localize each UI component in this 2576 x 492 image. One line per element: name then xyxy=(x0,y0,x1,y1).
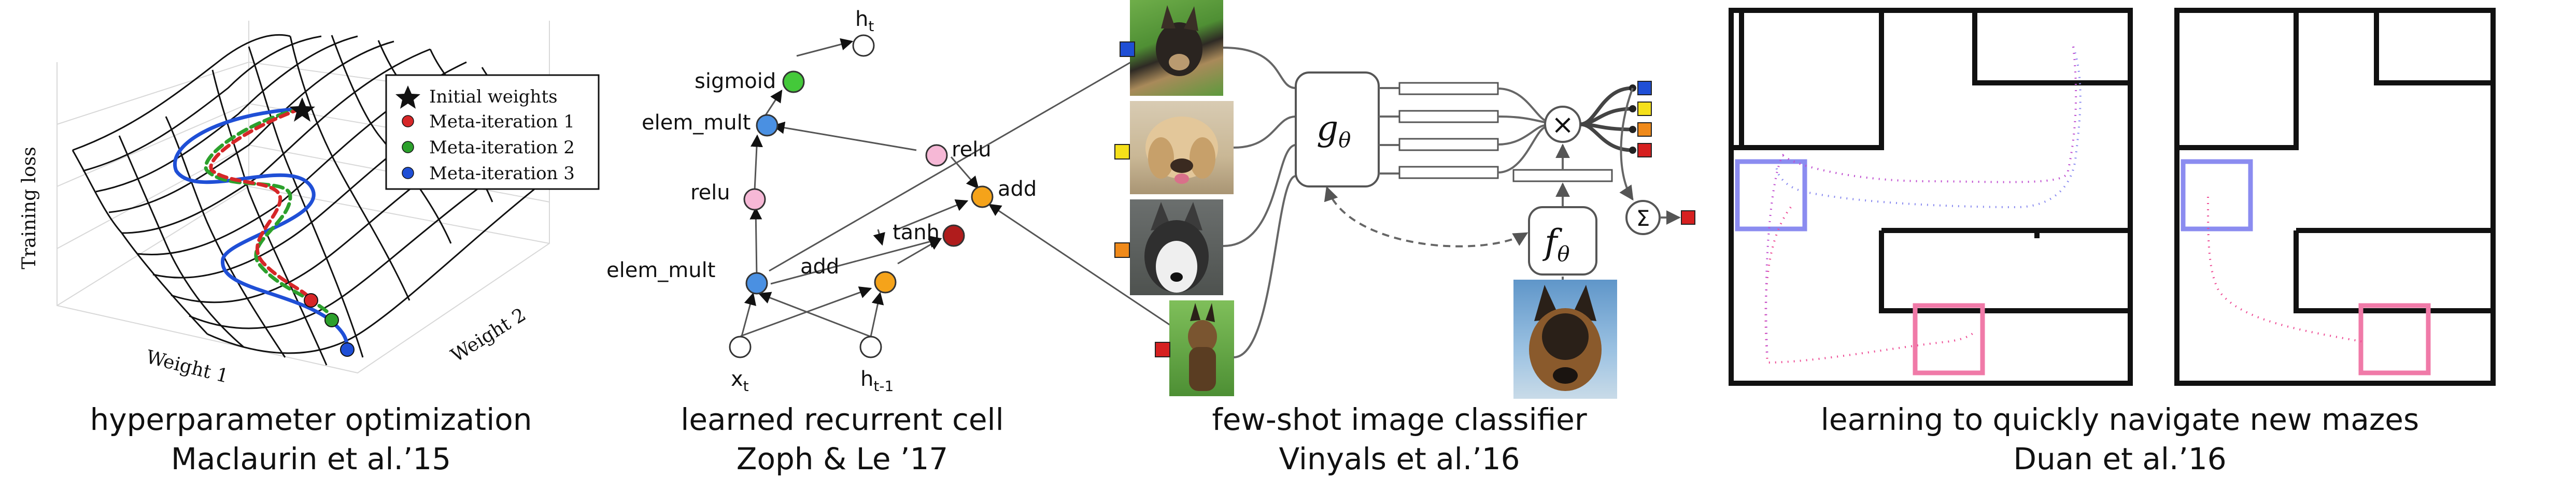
legend-item-meta-iteration-2: Meta-iteration 2 xyxy=(429,137,575,158)
caption-citation: Duan et al.’16 xyxy=(2013,441,2227,476)
label-add-right: add xyxy=(998,177,1037,201)
caption-title: learned recurrent cell xyxy=(681,402,1004,437)
legend-item-meta-iteration-1: Meta-iteration 1 xyxy=(429,111,575,132)
panel-maze-navigation: learning to quickly navigate new mazes D… xyxy=(1710,0,2576,492)
loss-surface-plot: Initial weights Meta-iteration 1 Meta-it… xyxy=(19,21,600,387)
node-relu-left xyxy=(743,188,766,211)
matching-network-diagram: gθ × fθ xyxy=(1223,47,1695,358)
support-image-german-shepherd-small xyxy=(1169,300,1234,396)
legend-item-initial-weights: Initial weights xyxy=(429,86,558,107)
maze-episode-1 xyxy=(1729,8,2133,386)
legend: Initial weights Meta-iteration 1 Meta-it… xyxy=(385,74,600,190)
support-label-swatch-red xyxy=(1155,342,1170,357)
caption-citation: Maclaurin et al.’15 xyxy=(171,441,451,476)
predicted-label-swatch xyxy=(1681,210,1695,225)
node-relu-right xyxy=(925,144,948,167)
label-relu-right: relu xyxy=(952,138,992,162)
panel-few-shot-classifier: gθ × fθ xyxy=(1078,0,1721,492)
meta-iteration-trajectories xyxy=(173,107,349,352)
to-sum-edge xyxy=(1619,88,1634,201)
recurrent-cell-graph: ht ct sigmoid elem_mult relu relu add ta… xyxy=(606,7,1204,395)
support-to-g-edges xyxy=(1223,47,1296,358)
support-label-swatch-orange xyxy=(1114,242,1130,258)
attention-output-edges xyxy=(1580,86,1633,152)
caption-title: few-shot image classifier xyxy=(1212,402,1587,437)
node-ht xyxy=(852,34,875,57)
x-axis-label: Weight 1 xyxy=(144,346,231,387)
label-sigmoid: sigmoid xyxy=(695,69,776,93)
embedding-edges xyxy=(1379,87,1399,175)
query-image-german-shepherd xyxy=(1513,280,1617,399)
support-image-labrador xyxy=(1130,101,1234,194)
node-add-bottom xyxy=(874,271,897,294)
support-label-swatch-yellow xyxy=(1114,144,1130,160)
g-theta-label: gθ xyxy=(1317,108,1351,152)
label-elem-mult-bottom: elem_mult xyxy=(606,258,715,282)
support-label-swatch-blue xyxy=(1120,41,1135,57)
legend-item-meta-iteration-3: Meta-iteration 3 xyxy=(429,163,575,184)
f-theta-box xyxy=(1528,206,1597,276)
shared-weights-dashed-edge xyxy=(1324,186,1528,248)
label-add-bottom: add xyxy=(800,255,839,279)
node-tanh xyxy=(942,224,965,247)
start-box xyxy=(1735,159,1807,231)
query-embedding xyxy=(1512,169,1613,182)
german-shepherd-small-photo xyxy=(1188,303,1217,391)
output-label-swatches xyxy=(1637,81,1652,157)
label-ht1: ht-1 xyxy=(860,367,894,395)
f-theta-label: fθ xyxy=(1542,222,1570,266)
multiply-symbol: × xyxy=(1551,109,1574,140)
caption-few-shot-classifier: few-shot image classifier Vinyals et al.… xyxy=(1078,400,1721,479)
caption-title: learning to quickly navigate new mazes xyxy=(1820,402,2419,437)
node-elem-mult-bottom xyxy=(745,272,768,295)
support-image-chihuahua xyxy=(1130,0,1223,96)
caption-citation: Vinyals et al.’16 xyxy=(1279,441,1520,476)
husky-photo xyxy=(1144,202,1209,293)
caption-title: hyperparameter optimization xyxy=(90,402,532,437)
goal-box xyxy=(1913,303,1985,375)
agent-path-episode-3 xyxy=(1765,46,2077,358)
label-xt: xt xyxy=(731,367,749,395)
label-relu-left: relu xyxy=(690,181,730,205)
node-xt xyxy=(729,336,752,358)
graph-edges xyxy=(740,38,1188,338)
caption-hyperparameter-optimization: hyperparameter optimization Maclaurin et… xyxy=(0,400,622,479)
german-shepherd-photo xyxy=(1529,285,1602,391)
axes-box xyxy=(56,21,550,374)
node-elem-mult-top xyxy=(756,114,779,137)
trajectory-endpoints xyxy=(289,97,355,357)
panel-hyperparameter-optimization: Initial weights Meta-iteration 1 Meta-it… xyxy=(0,0,622,492)
label-ht: ht xyxy=(855,7,874,35)
z-axis-label: Weight 2 xyxy=(447,304,530,367)
maze-episodes xyxy=(1729,8,2496,386)
support-embeddings xyxy=(1398,82,1499,179)
maze-episode-2 xyxy=(2174,8,2496,386)
y-axis-label: Training loss xyxy=(19,147,40,269)
label-elem-mult-top: elem_mult xyxy=(642,111,751,135)
caption-learned-recurrent-cell: learned recurrent cell Zoph & Le ’17 xyxy=(601,400,1083,479)
caption-maze-navigation: learning to quickly navigate new mazes D… xyxy=(1710,400,2529,479)
node-sigmoid xyxy=(782,70,805,93)
embedding-to-attention-edges xyxy=(1497,88,1546,173)
panel-learned-recurrent-cell: ht ct sigmoid elem_mult relu relu add ta… xyxy=(601,0,1204,492)
node-add-right xyxy=(971,185,994,208)
label-tanh: tanh xyxy=(893,221,940,244)
node-ht1 xyxy=(859,336,882,358)
caption-citation: Zoph & Le ’17 xyxy=(736,441,949,476)
sum-symbol: Σ xyxy=(1636,206,1650,231)
support-image-husky xyxy=(1130,199,1223,295)
agent-path-maze-2 xyxy=(2207,196,2364,343)
start-box-2 xyxy=(2181,159,2253,231)
chihuahua-photo xyxy=(1156,5,1202,76)
agent-path-episode-1 xyxy=(1775,46,2082,209)
node-labels: ht ct sigmoid elem_mult relu relu add ta… xyxy=(606,7,1163,395)
labrador-photo xyxy=(1145,117,1218,184)
goal-box-2 xyxy=(2358,303,2431,375)
